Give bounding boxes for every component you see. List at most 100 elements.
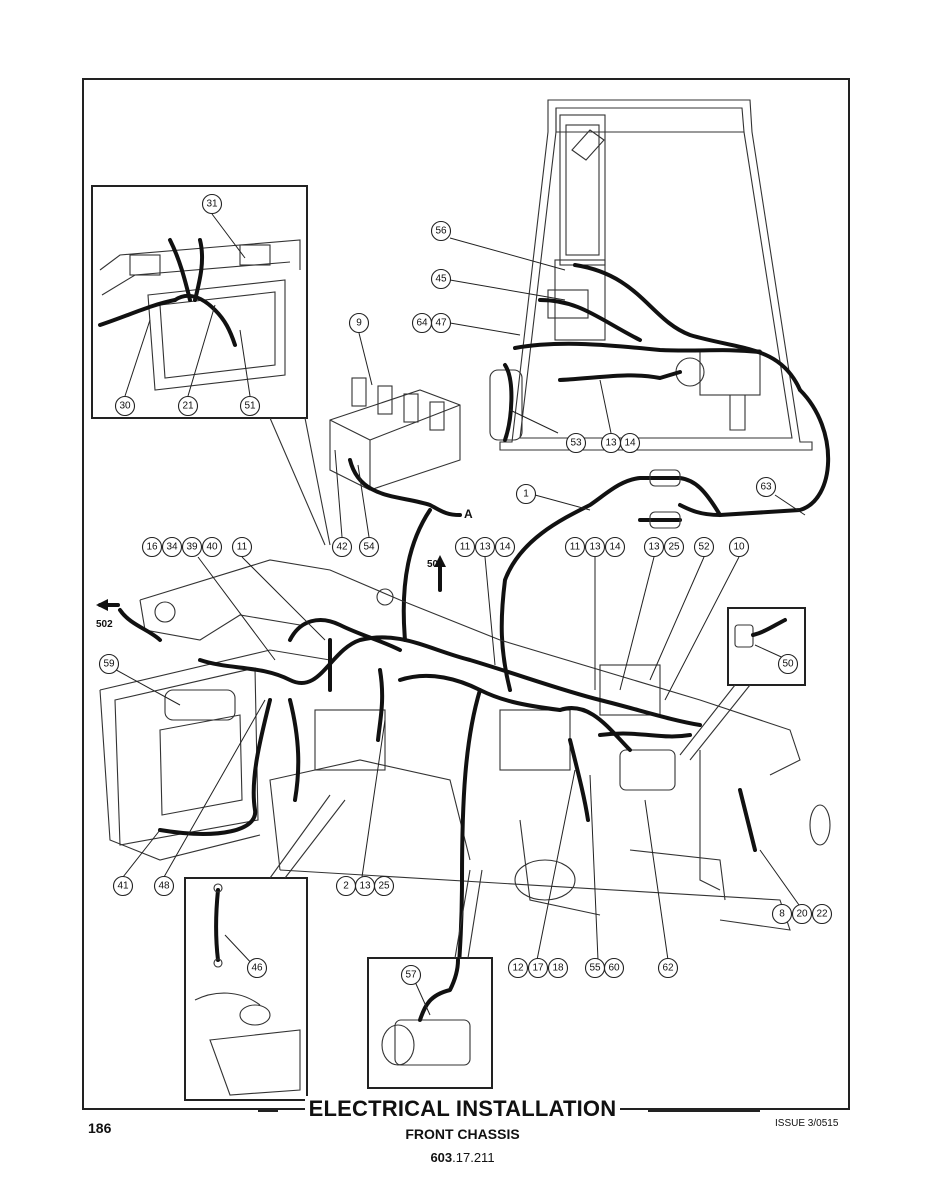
svg-text:31: 31 [206,199,218,210]
footer-rule-left [258,1110,278,1112]
callout-51: 51 [239,395,261,417]
svg-text:13: 13 [589,542,601,553]
callout-42: 42 [331,536,353,558]
callouts-frame-top: 16 34 39 40 11 11 13 14 11 13 14 13 25 5… [141,536,750,558]
main-harness-drawing [499,388,831,692]
callout-13: 13 [354,875,376,897]
svg-text:13: 13 [605,438,617,449]
callout-1: 1 [515,483,537,505]
svg-text:64: 64 [416,318,428,329]
svg-text:20: 20 [796,909,808,920]
valve-block-drawing [329,377,462,642]
callout-47: 47 [430,312,452,334]
svg-text:16: 16 [146,542,158,553]
page-number: 186 [88,1120,112,1136]
callout-53: 53 [565,432,587,454]
svg-text:18: 18 [552,963,564,974]
callout-16: 16 [141,536,163,558]
callout-64: 64 [411,312,433,334]
cab-unit-drawing [489,99,813,451]
svg-text:22: 22 [816,909,828,920]
callout-30: 30 [114,395,136,417]
callout-12: 12 [507,957,529,979]
callout-45: 45 [430,268,452,290]
svg-text:57: 57 [405,970,417,981]
reference-label-501: 501 [427,559,444,570]
callout-2: 2 [335,875,357,897]
callout-39: 39 [181,536,203,558]
chassis-frame-drawing [96,559,831,982]
svg-text:60: 60 [608,963,620,974]
svg-text:14: 14 [609,542,621,553]
svg-text:51: 51 [244,401,256,412]
svg-text:42: 42 [336,542,348,553]
callouts-harness: 1 63 [515,476,777,505]
callouts-inset-top-left: 31 30 21 51 [114,193,261,417]
leader-lines [108,213,806,1016]
callout-14: 14 [494,536,516,558]
svg-text:48: 48 [158,881,170,892]
svg-text:52: 52 [698,542,710,553]
callout-10: 10 [728,536,750,558]
svg-text:11: 11 [460,542,471,553]
callout-13: 13 [600,432,622,454]
svg-text:40: 40 [206,542,218,553]
callout-17: 17 [527,957,549,979]
callout-40: 40 [201,536,223,558]
svg-text:46: 46 [251,963,263,974]
footer-rule-right [648,1110,760,1112]
callout-22: 22 [811,903,833,925]
callouts-frame-bottom: 2 13 25 12 17 18 55 60 62 8 20 22 [335,875,833,979]
inset-bottom-center [367,869,493,1089]
svg-text:39: 39 [186,542,198,553]
callout-57: 57 [400,964,422,986]
callout-25: 25 [663,536,685,558]
callout-14: 14 [604,536,626,558]
callout-13: 13 [643,536,665,558]
svg-text:11: 11 [570,542,581,553]
callout-25: 25 [373,875,395,897]
callout-59: 59 [98,653,120,675]
callout-11: 11 [231,536,253,558]
svg-text:13: 13 [648,542,660,553]
svg-text:8: 8 [779,909,785,920]
callout-34: 34 [161,536,183,558]
callout-31: 31 [201,193,223,215]
callouts-valve-block: 9 42 54 [331,312,380,558]
page-subtitle: FRONT CHASSIS [405,1126,520,1142]
svg-text:59: 59 [103,659,115,670]
callout-54: 54 [358,536,380,558]
inset-bottom-left [184,794,346,1101]
callout-18: 18 [547,957,569,979]
inset-right [679,607,806,761]
callout-52: 52 [693,536,715,558]
svg-text:2: 2 [343,881,349,892]
svg-text:14: 14 [624,438,636,449]
svg-text:55: 55 [589,963,601,974]
callout-8: 8 [771,903,793,925]
callout-9: 9 [348,312,370,334]
svg-text:47: 47 [435,318,447,329]
svg-text:34: 34 [166,542,178,553]
callout-50: 50 [777,653,799,675]
callouts-insets: 50 46 57 [246,653,799,986]
svg-text:11: 11 [237,542,248,553]
callout-11: 11 [564,536,586,558]
svg-text:62: 62 [662,963,674,974]
callout-13: 13 [474,536,496,558]
svg-text:14: 14 [499,542,511,553]
svg-text:53: 53 [570,438,582,449]
callout-13: 13 [584,536,606,558]
callout-62: 62 [657,957,679,979]
callout-60: 60 [603,957,625,979]
svg-text:10: 10 [733,542,745,553]
svg-text:25: 25 [668,542,680,553]
inset-top-left [91,185,331,546]
callout-14: 14 [619,432,641,454]
callout-63: 63 [755,476,777,498]
svg-text:41: 41 [117,881,129,892]
svg-text:13: 13 [359,881,371,892]
callouts-frame-left: 59 41 48 [98,653,175,897]
svg-text:9: 9 [356,318,362,329]
